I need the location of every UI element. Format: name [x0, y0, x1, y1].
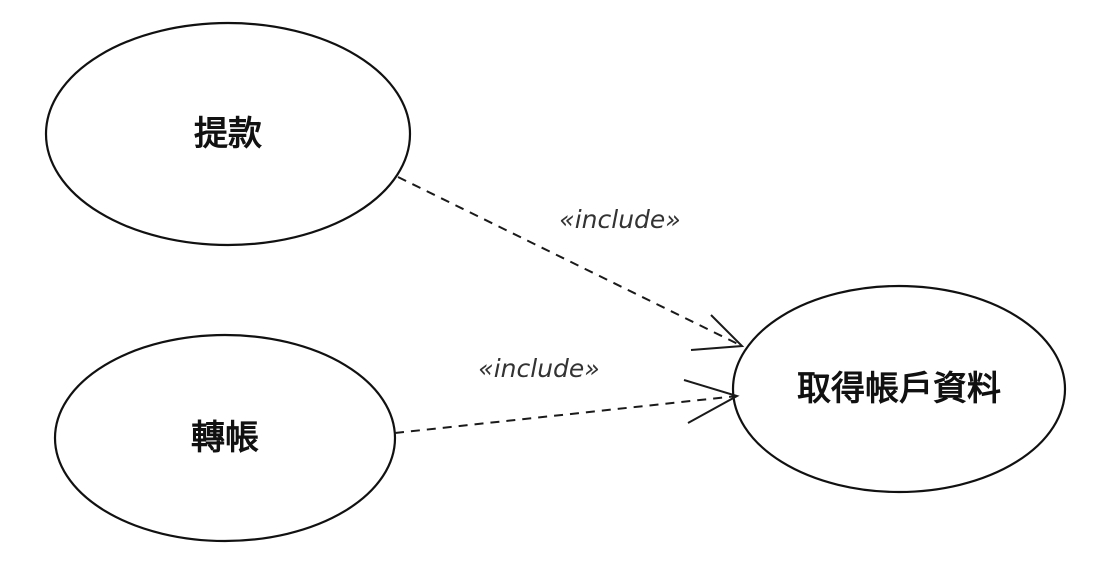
use-case-transfer-ellipse — [53, 333, 397, 543]
open-arrowhead-icon — [690, 314, 745, 351]
include-relationship-transfer[interactable]: «include» — [394, 354, 740, 434]
use-case-get-account-info-label: 取得帳戶資料 — [797, 369, 1001, 409]
use-case-get-account-info-ellipse — [731, 284, 1067, 494]
include-dashed-line — [394, 395, 738, 434]
include-stereotype-label: «include» — [478, 354, 599, 383]
use-case-transfer[interactable]: 轉帳 — [53, 333, 397, 543]
use-case-get-account-info[interactable]: 取得帳戶資料 — [731, 284, 1067, 494]
use-case-withdraw-label: 提款 — [194, 114, 262, 154]
include-dashed-line — [397, 176, 743, 347]
include-stereotype-label: «include» — [559, 205, 680, 234]
use-case-withdraw-ellipse — [44, 21, 412, 247]
use-case-withdraw[interactable]: 提款 — [44, 21, 412, 247]
include-relationship-withdraw[interactable]: «include» — [397, 176, 745, 351]
open-arrowhead-icon — [683, 379, 740, 424]
use-case-transfer-label: 轉帳 — [191, 418, 259, 458]
